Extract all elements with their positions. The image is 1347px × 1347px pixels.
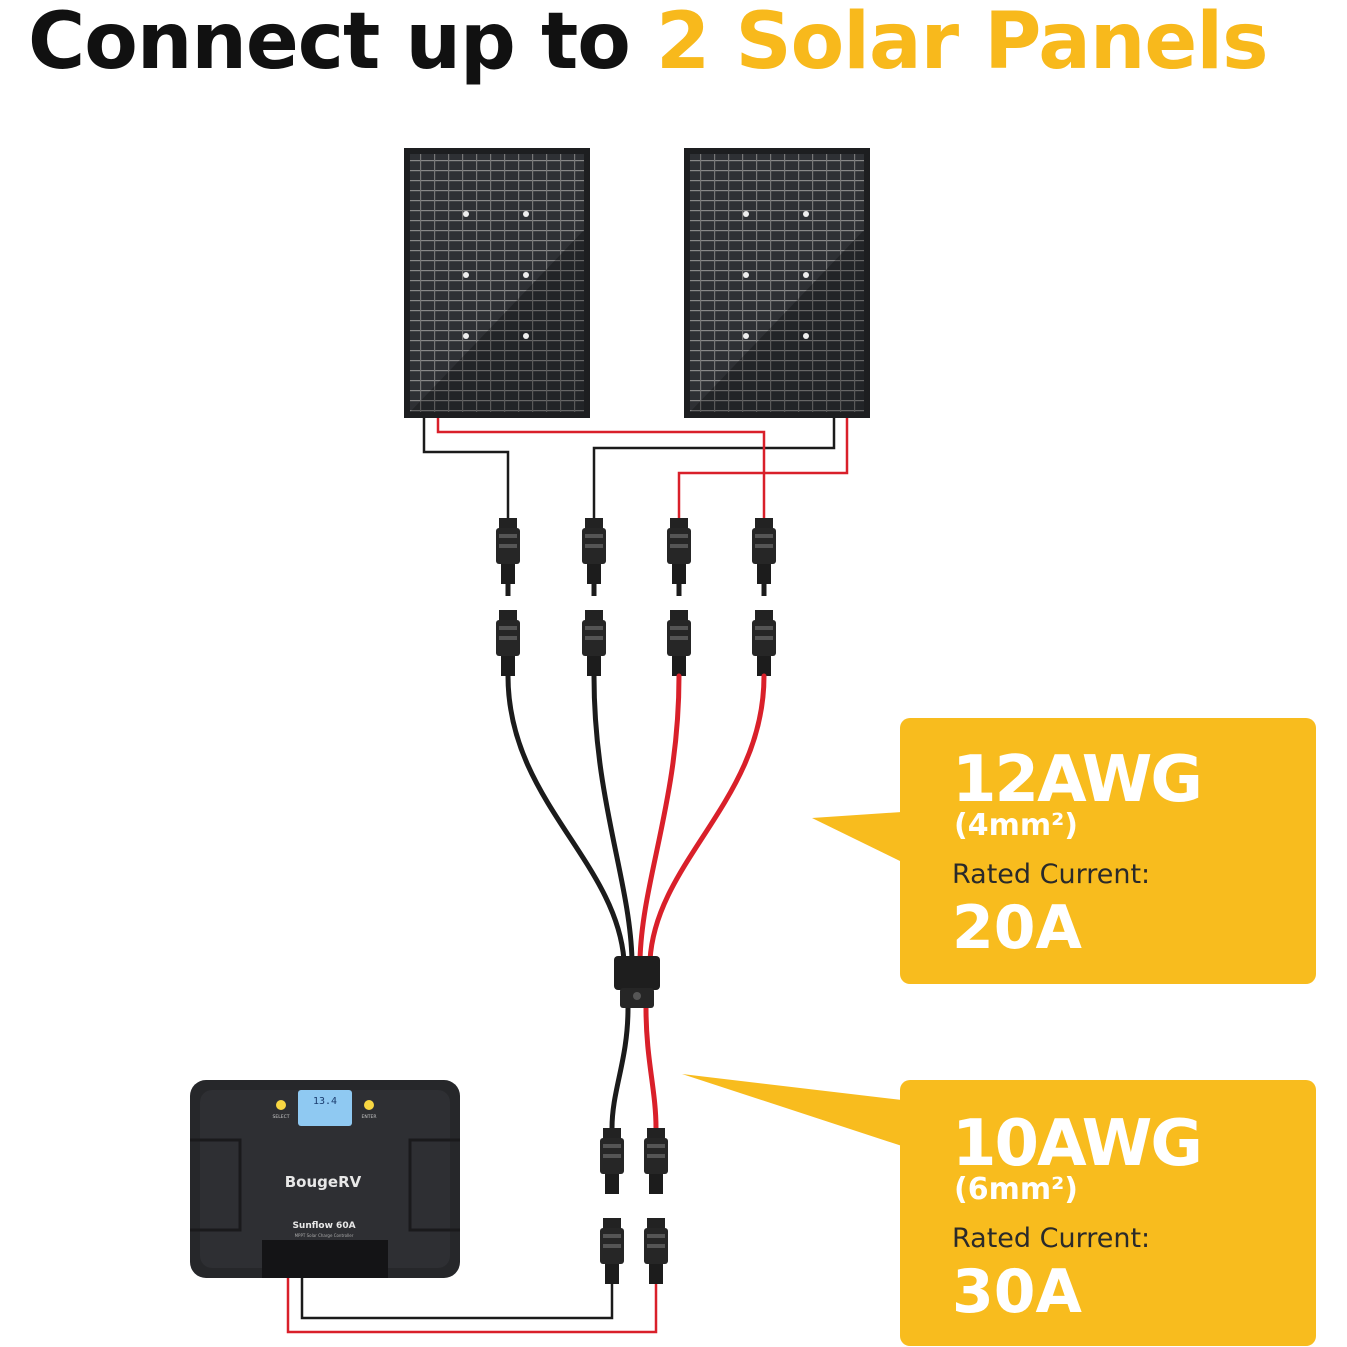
select-label: SELECT bbox=[273, 1114, 290, 1120]
controller-subtitle: MPPT Solar Charge Controller bbox=[295, 1233, 354, 1238]
rated-current-label: Rated Current: bbox=[952, 1223, 1151, 1254]
controller-model: Sunflow 60A bbox=[292, 1221, 355, 1231]
panel-connectors bbox=[496, 518, 776, 584]
page-title: Connect up to 2 Solar Panels bbox=[28, 0, 1269, 90]
callout-pointer-10awg bbox=[682, 1074, 902, 1146]
gauge-label: 12AWG bbox=[952, 743, 1203, 817]
controller-brand: BougeRV bbox=[285, 1173, 362, 1191]
branch-connectors bbox=[496, 610, 776, 676]
callout-pointer-12awg bbox=[812, 812, 902, 862]
solar-panel-left bbox=[404, 148, 590, 418]
rated-current-value: 20A bbox=[952, 893, 1082, 963]
callout-12awg: 12AWG (4mm²) Rated Current: 20A bbox=[900, 718, 1316, 984]
solar-panel-right bbox=[684, 148, 870, 418]
rated-current-value: 30A bbox=[952, 1257, 1082, 1327]
trunk-connectors bbox=[600, 1128, 668, 1284]
gauge-label: 10AWG bbox=[952, 1107, 1203, 1181]
charge-controller: 13.4 SELECT ENTER BougeRV Sunflow 60A MP… bbox=[190, 1080, 460, 1278]
callout-10awg: 10AWG (6mm²) Rated Current: 30A bbox=[900, 1080, 1316, 1346]
title-text: Connect up to bbox=[28, 0, 657, 87]
gauge-size: (4mm²) bbox=[954, 808, 1078, 843]
gauge-size: (6mm²) bbox=[954, 1172, 1078, 1207]
y-branch-hub bbox=[614, 956, 660, 1008]
controller-display bbox=[298, 1090, 352, 1126]
enter-label: ENTER bbox=[362, 1114, 377, 1120]
display-readout: 13.4 bbox=[313, 1096, 337, 1107]
rated-current-label: Rated Current: bbox=[952, 859, 1151, 890]
title-highlight: 2 Solar Panels bbox=[656, 0, 1268, 87]
enter-button[interactable] bbox=[364, 1100, 374, 1110]
select-button[interactable] bbox=[276, 1100, 286, 1110]
